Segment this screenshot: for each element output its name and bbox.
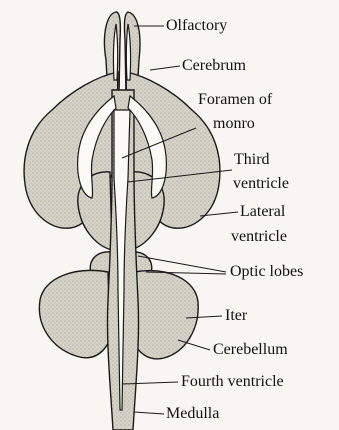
label-third-line2: ventricle bbox=[233, 175, 289, 193]
label-lateral-line1: Lateral bbox=[240, 203, 285, 221]
cerebellum-right bbox=[132, 271, 198, 359]
label-cerebrum: Cerebrum bbox=[182, 57, 246, 75]
cerebellum-left bbox=[39, 270, 110, 357]
leader-cerebrum bbox=[150, 66, 180, 70]
label-optic-lobes: Optic lobes bbox=[230, 263, 303, 281]
label-medulla: Medulla bbox=[166, 405, 219, 423]
label-foramen-line1: Foramen of bbox=[198, 91, 272, 109]
label-lateral-line2: ventricle bbox=[231, 228, 287, 246]
label-olfactory: Olfactory bbox=[166, 17, 227, 35]
label-foramen-line2: monro bbox=[213, 115, 255, 133]
label-cerebellum: Cerebellum bbox=[213, 341, 288, 359]
leader-medulla bbox=[134, 412, 164, 414]
label-iter: Iter bbox=[225, 307, 247, 325]
label-third-line1: Third bbox=[234, 151, 270, 169]
label-fourth-ventricle: Fourth ventricle bbox=[181, 373, 284, 391]
